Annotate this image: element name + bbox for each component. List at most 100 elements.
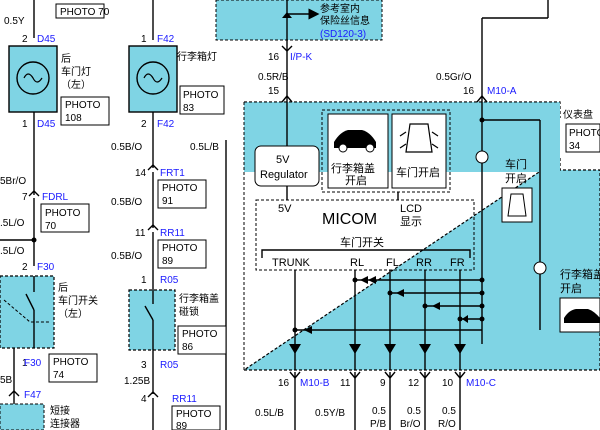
- connector-arrow: [281, 94, 293, 103]
- component-label: 车门开关: [58, 294, 98, 307]
- photo-number: 34: [569, 141, 581, 152]
- component-label: 行李箱盖: [179, 292, 219, 305]
- micom-label: LCD: [400, 203, 422, 215]
- component-label: 碰锁: [179, 305, 199, 318]
- lamp-filament-icon: [143, 73, 163, 83]
- pin-number: 9: [380, 378, 386, 389]
- photo-tag: [55, 3, 105, 19]
- photo-label: PHOTO: [182, 329, 218, 340]
- photo-number: 83: [183, 103, 195, 114]
- car-trunk-icon: [334, 130, 376, 148]
- wire-spec: .5L/O: [0, 218, 25, 229]
- pin-number: 4: [141, 394, 147, 405]
- photo-label: PHOTO: [45, 208, 81, 219]
- bracket: [261, 249, 471, 258]
- photo-label: PHOTO: [176, 409, 212, 420]
- led-icon: [533, 261, 547, 275]
- connector-label: M10-A: [487, 86, 517, 97]
- connector-label: FRT1: [160, 168, 185, 179]
- photo-tag: [565, 123, 600, 153]
- component-label: 后: [61, 53, 71, 65]
- wire-spec: P/B: [370, 419, 386, 430]
- rear-door-switch-box: [0, 275, 55, 349]
- photo-label: PHOTO: [569, 128, 600, 139]
- connector-label: RR11: [172, 394, 197, 405]
- reference-code: (SD120-3): [320, 29, 366, 40]
- connector-arrow: [28, 190, 40, 197]
- pin-number: 15: [268, 86, 280, 97]
- photo-tag: [179, 85, 225, 115]
- connector-label: M10-C: [466, 378, 496, 389]
- connector-label: D45: [37, 119, 56, 130]
- pin-number: 16: [463, 86, 475, 97]
- wire-spec: Br/O: [400, 419, 421, 430]
- lamp-icon: [136, 61, 170, 95]
- component-label: （左）: [58, 307, 88, 320]
- wire-spec: 5B: [0, 375, 13, 386]
- lamp-filament-icon: [23, 73, 43, 83]
- connector-arrow: [147, 391, 159, 398]
- photo-number: 86: [182, 342, 194, 353]
- display-label: 开启: [345, 174, 367, 187]
- door-switch-label: 车门开关: [340, 235, 384, 249]
- indicator-label: 开启: [560, 282, 582, 295]
- wire-spec: 1.25B: [124, 376, 150, 387]
- wire-spec: 0.5Gr/O: [436, 72, 472, 83]
- pin-number: 10: [442, 378, 454, 389]
- photo-label: PHOTO: [65, 100, 101, 111]
- reference-text: 参考室内: [320, 2, 360, 15]
- pin-number: 2: [141, 119, 147, 130]
- connector-arrow: [8, 390, 20, 397]
- connector-arrow: [147, 224, 159, 231]
- wire-spec: 0.5B/O: [111, 251, 142, 262]
- pin-number: 1: [141, 275, 147, 286]
- connector-label: F30: [37, 262, 55, 273]
- wire-spec: 0.5B/O: [111, 197, 142, 208]
- photo-number: 74: [53, 370, 65, 381]
- wire-spec: 5Br/O: [0, 176, 26, 187]
- wire-spec: 0.5: [407, 406, 421, 417]
- wire-spec: 0.5: [442, 406, 456, 417]
- car-doors-icon: [405, 123, 433, 153]
- wire-spec: 0.5B/O: [111, 142, 142, 153]
- connector-arrow: [476, 94, 488, 103]
- regulator-label: 5V: [276, 154, 290, 166]
- pin-number: 14: [135, 168, 147, 179]
- regulator-label: Regulator: [260, 169, 308, 181]
- photo-label: PHOTO: [162, 243, 198, 254]
- reference-text: 保险丝信息: [320, 14, 370, 27]
- pin-number: 12: [408, 378, 420, 389]
- connector-label: R05: [160, 360, 179, 371]
- connector-label: FDRL: [42, 192, 69, 203]
- diode-icon: [289, 344, 466, 354]
- photo-number: 108: [65, 113, 82, 124]
- input-fl: FL: [386, 257, 399, 269]
- connector-arrow: [147, 164, 159, 171]
- display-label: 行李箱盖: [331, 161, 375, 175]
- photo-label: PHOTO 70: [60, 7, 110, 18]
- photo-tag: [60, 96, 110, 126]
- component-label: （左）: [61, 78, 91, 91]
- pin-number: 2: [22, 34, 28, 45]
- input-fr: FR: [450, 257, 465, 269]
- photo-tag: [157, 179, 207, 209]
- input-trunk: TRUNK: [272, 257, 311, 269]
- door-indicator-icon: [501, 187, 533, 223]
- pin-number: 2: [22, 262, 28, 273]
- connector-label: F47: [24, 390, 42, 401]
- connector-label: RR11: [160, 228, 185, 239]
- wire-spec: 0.5L/B: [190, 142, 219, 153]
- diode-icon: [304, 276, 468, 334]
- door-open-display: [391, 113, 447, 189]
- component-label: 行李箱灯: [177, 50, 217, 63]
- wire-spec: 0.5Y/B: [315, 408, 345, 419]
- photo-number: 89: [176, 421, 188, 430]
- wire-spec: 0.5L/B: [255, 408, 284, 419]
- pin-number: 16: [268, 52, 280, 63]
- micom-title: MICOM: [322, 211, 377, 228]
- indicator-label: 行李箱盖: [560, 267, 600, 281]
- connector-label: D45: [37, 34, 56, 45]
- pin-number: 3: [141, 360, 147, 371]
- connector-arrow: [281, 45, 293, 52]
- photo-tag: [48, 353, 98, 383]
